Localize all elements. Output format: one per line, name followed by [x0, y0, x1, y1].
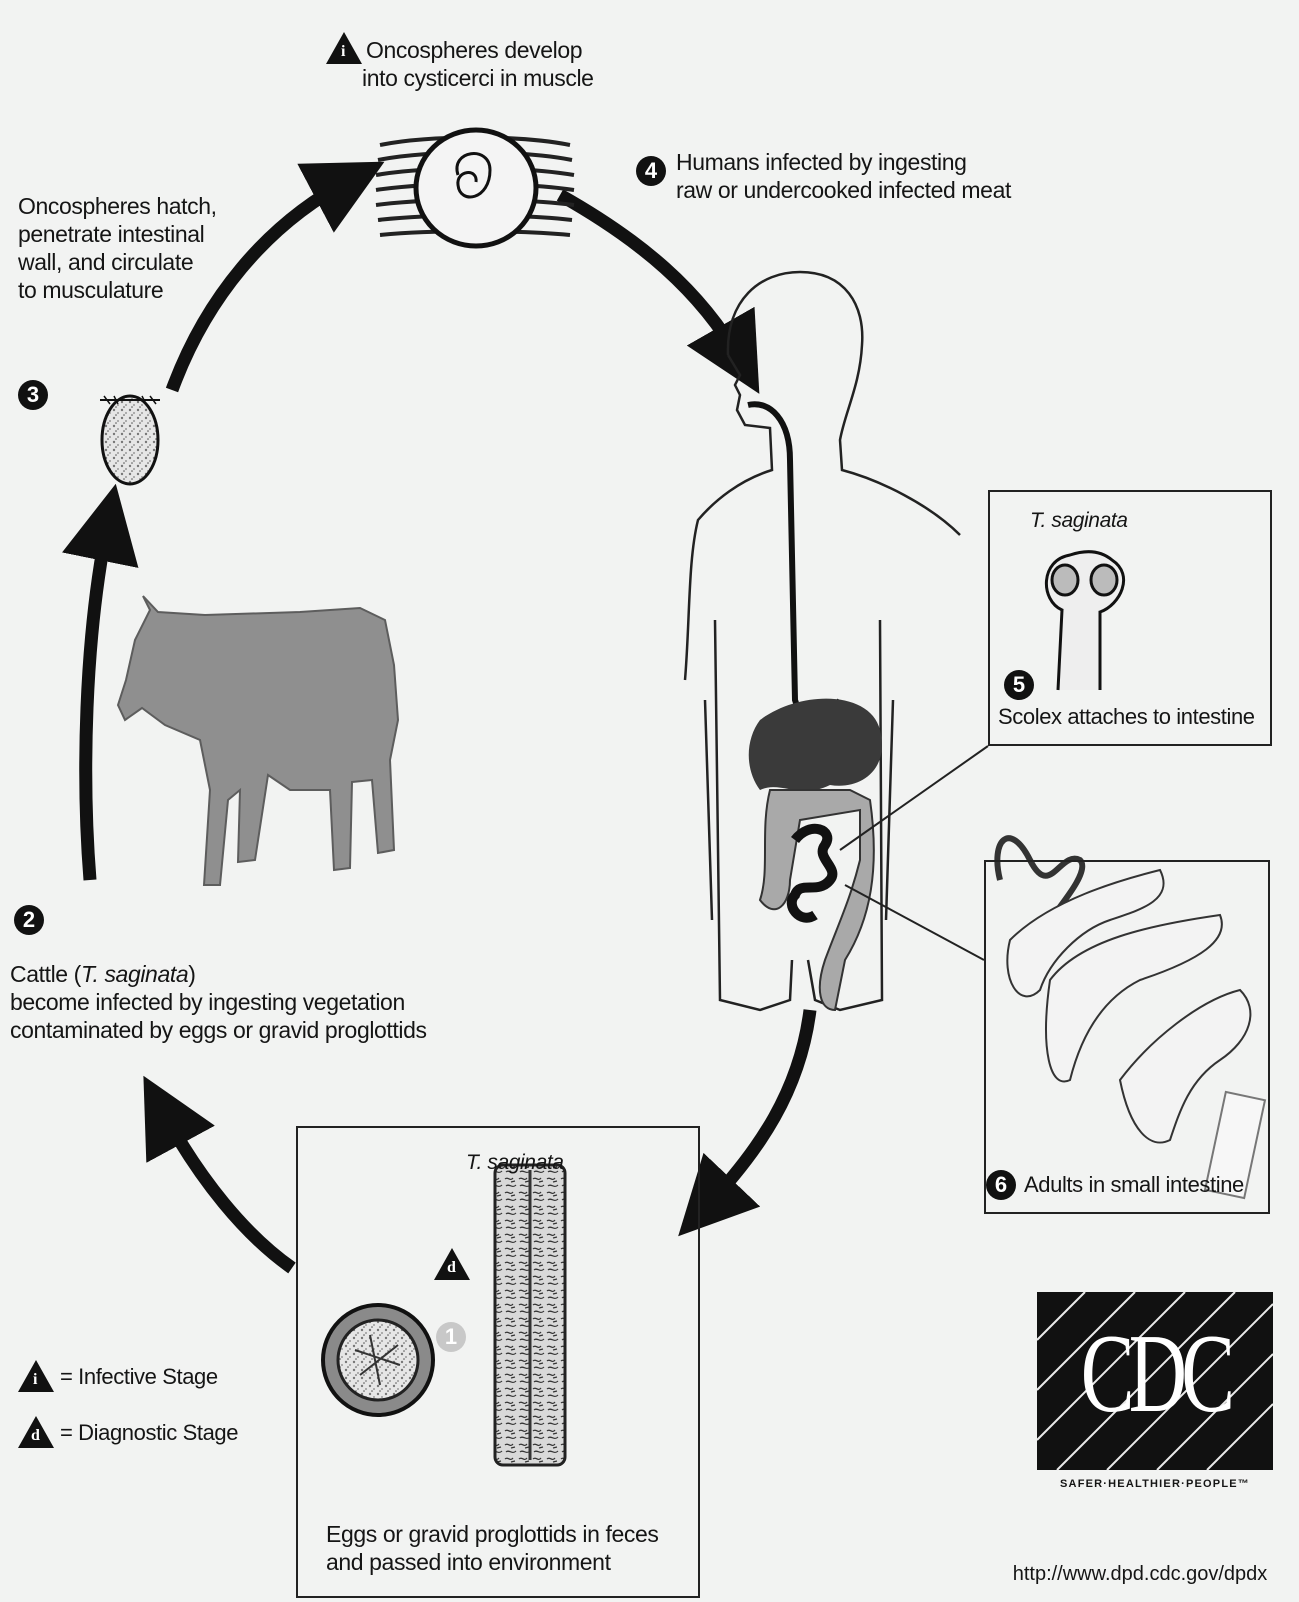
cow-illustration: [118, 596, 398, 885]
infective-marker-top: i: [326, 32, 362, 64]
cycle-arrow-1i-to-4: [560, 195, 740, 360]
stage-3-label: Oncospheres hatch, penetrate intestinal …: [18, 192, 278, 304]
adults-box: [984, 860, 1270, 1214]
legend: i = Infective Stage d = Diagnostic Stage: [18, 1360, 278, 1450]
stage-1i-label: Oncospheres develop into cysticerci in m…: [366, 36, 666, 92]
cycle-arrow-1-to-2: [162, 1110, 292, 1268]
stage-5-species: T. saginata: [1030, 508, 1128, 534]
cycle-arrow-6-to-1: [705, 1010, 810, 1208]
stage-1-label: Eggs or gravid proglottids in feces and …: [326, 1520, 706, 1576]
cysticercus-in-muscle-illustration: [376, 130, 574, 246]
stage-6-badge: 6: [986, 1170, 1016, 1200]
human-illustration: [685, 272, 960, 1010]
stage-1-species: T. saginata: [466, 1150, 564, 1176]
cdc-url: http://www.dpd.cdc.gov/dpdx: [990, 1562, 1290, 1586]
stage-6-label: Adults in small intestine: [1024, 1172, 1244, 1199]
legend-diagnostic-icon: d: [18, 1416, 54, 1448]
stage-1-badge: 1: [436, 1322, 466, 1352]
digestive-organs-illustration: [749, 699, 882, 1010]
oncosphere-illustration: [100, 396, 160, 484]
legend-infective-label: = Infective Stage: [60, 1364, 218, 1391]
stage-5-badge: 5: [1004, 670, 1034, 700]
diagnostic-marker-box: d: [434, 1248, 470, 1280]
stage-2-badge: 2: [14, 905, 44, 935]
stage-3-badge: 3: [18, 380, 48, 410]
stage-2-label: Cattle (T. saginata) become infected by …: [10, 960, 480, 1044]
stage-4-label: Humans infected by ingesting raw or unde…: [676, 148, 1076, 204]
cdc-logo-tagline: SAFER·HEALTHIER·PEOPLE™: [1037, 1478, 1273, 1491]
stage-4-badge: 4: [636, 156, 666, 186]
stage-5-label: Scolex attaches to intestine: [998, 704, 1255, 731]
cycle-arrow-2-to-3: [86, 522, 108, 880]
legend-infective-icon: i: [18, 1360, 54, 1392]
legend-diagnostic-label: = Diagnostic Stage: [60, 1420, 238, 1447]
pointer-line-adults: [845, 885, 984, 960]
cdc-logo-text: CDC: [1070, 1318, 1240, 1430]
